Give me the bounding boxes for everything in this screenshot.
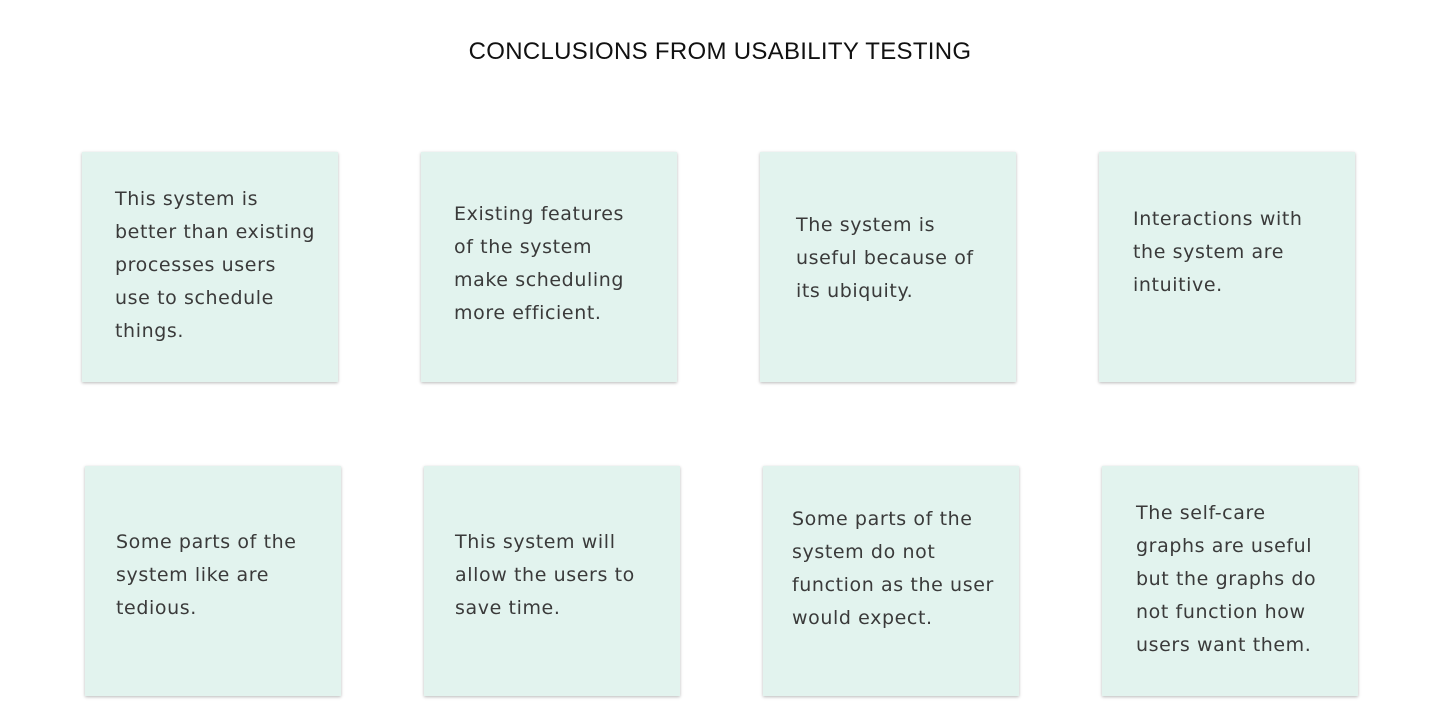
note-text: Some parts of the system like are tediou…	[116, 531, 297, 619]
sticky-note[interactable]: This system is better than existing proc…	[82, 152, 338, 382]
sticky-note[interactable]: This system will allow the users to save…	[424, 466, 680, 696]
note-text: Existing features of the system make sch…	[454, 203, 625, 324]
page-title: CONCLUSIONS FROM USABILITY TESTING	[468, 38, 972, 65]
sticky-note[interactable]: The system is useful because of its ubiq…	[760, 152, 1016, 382]
sticky-note[interactable]: Some parts of the system do not function…	[763, 466, 1019, 696]
sticky-note[interactable]: Some parts of the system like are tediou…	[85, 466, 341, 696]
note-text: The system is useful because of its ubiq…	[796, 214, 974, 302]
note-text: Interactions with the system are intuiti…	[1133, 208, 1303, 296]
note-text: Some parts of the system do not function…	[792, 508, 994, 629]
note-text: This system will allow the users to save…	[455, 531, 635, 619]
sticky-note[interactable]: Existing features of the system make sch…	[421, 152, 677, 382]
note-text: The self-care graphs are useful but the …	[1136, 502, 1317, 656]
sticky-note[interactable]: The self-care graphs are useful but the …	[1102, 466, 1358, 696]
sticky-note[interactable]: Interactions with the system are intuiti…	[1099, 152, 1355, 382]
note-text: This system is better than existing proc…	[115, 188, 316, 342]
